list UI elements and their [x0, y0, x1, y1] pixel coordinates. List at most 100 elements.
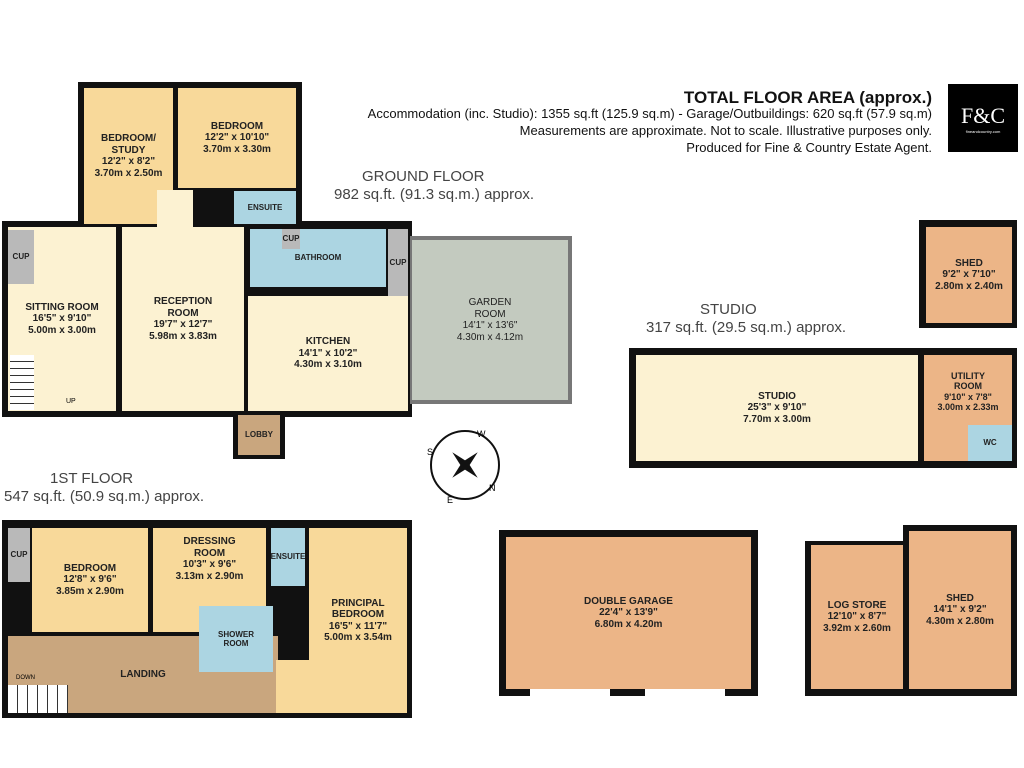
- room-reception: RECEPTION ROOM 19'7" x 12'7" 5.98m x 3.8…: [122, 227, 244, 411]
- stairs-up-label: UP: [66, 398, 76, 405]
- room-bedroom-first: BEDROOM 12'8" x 9'6" 3.85m x 2.90m: [32, 528, 148, 632]
- room-dimensions-metric: 3.70m x 2.50m: [94, 167, 163, 179]
- room-name: KITCHEN: [305, 336, 351, 348]
- cupboard-sitting: CUP: [8, 230, 34, 284]
- room-bathroom: BATHROOM: [250, 229, 386, 287]
- room-dimensions-metric: 4.30m x 4.12m: [456, 331, 524, 343]
- room-dimensions-metric: 3.85m x 2.90m: [56, 585, 124, 597]
- room-shed-large: SHED 14'1" x 9'2" 4.30m x 2.80m: [909, 531, 1011, 689]
- staircase-down: [8, 685, 68, 713]
- room-name: RECEPTION ROOM: [153, 296, 213, 319]
- room-name: CUP: [10, 550, 28, 560]
- garage-door-right: [645, 689, 725, 697]
- room-dimensions-metric: 5.98m x 3.83m: [149, 330, 217, 342]
- room-name: UTILITY ROOM: [951, 371, 985, 392]
- room-ensuite-ground: ENSUITE: [234, 191, 296, 224]
- room-shower-room: SHOWER ROOM: [199, 606, 273, 672]
- first-floor-area: 547 sq.ft. (50.9 sq.m.) approx.: [4, 488, 205, 505]
- stairs-down-label: DOWN: [16, 675, 35, 681]
- fine-and-country-logo: F&C fineandcountry.com: [948, 84, 1018, 152]
- room-dimensions-imperial: 12'8" x 9'6": [63, 574, 117, 586]
- staircase-up: [10, 355, 34, 410]
- room-kitchen: KITCHEN 14'1" x 10'2" 4.30m x 3.10m: [248, 296, 408, 411]
- cupboard-kitchen: CUP: [388, 229, 408, 297]
- area-summary: Accommodation (inc. Studio): 1355 sq.ft …: [367, 106, 932, 121]
- cupboard-first: CUP: [8, 528, 30, 582]
- room-dimensions-imperial: 12'10" x 8'7": [827, 611, 887, 623]
- ground-floor-area: 982 sq.ft. (91.3 sq.m.) approx.: [334, 186, 535, 203]
- room-dimensions-metric: 5.00m x 3.00m: [28, 324, 96, 336]
- room-dimensions-imperial: 14'1" x 13'6": [462, 320, 518, 331]
- room-dimensions-metric: 5.00m x 3.54m: [324, 632, 392, 643]
- room-name: WC: [983, 438, 997, 448]
- room-name: LOBBY: [245, 430, 273, 440]
- compass-letter-s: S: [427, 447, 433, 457]
- room-dimensions-imperial: 16'5" x 9'10": [32, 313, 92, 325]
- disclaimer: Measurements are approximate. Not to sca…: [519, 123, 932, 138]
- room-wc: WC: [968, 425, 1012, 461]
- room-name: SHED: [955, 257, 983, 269]
- room-dimensions-metric: 3.70m x 3.30m: [203, 143, 271, 155]
- total-floor-area-title: TOTAL FLOOR AREA (approx.): [683, 88, 932, 107]
- principal-bedroom-entry: [276, 660, 310, 713]
- logo-subtext: fineandcountry.com: [965, 128, 1001, 134]
- room-dimensions-imperial: 9'2" x 7'10": [942, 269, 996, 281]
- compass-ring: [430, 430, 500, 500]
- room-dimensions-imperial: 16'5" x 11'7": [328, 620, 388, 632]
- room-name: CUP: [12, 252, 30, 262]
- room-dimensions-metric: 3.92m x 2.60m: [823, 622, 891, 634]
- room-dimensions-imperial: 19'7" x 12'7": [153, 319, 213, 330]
- room-dimensions-imperial: 10'3" x 9'6": [182, 559, 237, 570]
- room-double-garage: DOUBLE GARAGE 22'4" x 13'9" 6.80m x 4.20…: [506, 537, 751, 689]
- room-bedroom-ground: BEDROOM 12'2" x 10'10" 3.70m x 3.30m: [178, 88, 296, 188]
- room-name: PRINCIPAL BEDROOM: [331, 597, 385, 621]
- room-dimensions-metric: 4.30m x 2.80m: [926, 615, 994, 627]
- cupboard-bathroom: CUP: [282, 229, 300, 249]
- room-dimensions-imperial: 12'2" x 10'10": [204, 132, 270, 144]
- room-name: DOUBLE GARAGE: [584, 595, 673, 607]
- room-garden-room: GARDEN ROOM 14'1" x 13'6" 4.30m x 4.12m: [412, 240, 568, 400]
- studio-floor-area: 317 sq.ft. (29.5 sq.m.) approx.: [646, 319, 847, 336]
- room-name: LANDING: [120, 668, 166, 680]
- room-name: SITTING ROOM: [25, 301, 99, 313]
- room-name: CUP: [282, 234, 300, 244]
- compass-letter-e: E: [447, 495, 453, 505]
- room-dimensions-metric: 3.13m x 2.90m: [175, 570, 244, 582]
- room-name: BATHROOM: [294, 253, 342, 263]
- room-principal-bedroom: PRINCIPAL BEDROOM 16'5" x 11'7" 5.00m x …: [309, 528, 407, 713]
- logo-text: F&C: [960, 102, 1006, 128]
- first-floor-label: 1ST FLOOR: [50, 470, 134, 487]
- room-name: SHED: [946, 592, 974, 604]
- produced-for: Produced for Fine & Country Estate Agent…: [686, 140, 932, 155]
- room-dimensions-imperial: 25'3" x 9'10": [747, 402, 807, 414]
- room-name: DRESSING ROOM: [183, 536, 236, 559]
- room-dimensions-metric: 2.80m x 2.40m: [935, 280, 1003, 292]
- room-dimensions-imperial: 14'1" x 10'2": [298, 347, 358, 359]
- room-name: BEDROOM: [63, 562, 117, 574]
- room-ensuite-first: ENSUITE: [271, 528, 305, 586]
- room-log-store: LOG STORE 12'10" x 8'7" 3.92m x 2.60m: [811, 545, 903, 689]
- compass-letter-w: W: [477, 429, 486, 439]
- room-lobby: LOBBY: [238, 415, 280, 455]
- ground-floor-label: GROUND FLOOR: [362, 168, 485, 185]
- room-dimensions-metric: 4.30m x 3.10m: [294, 359, 362, 371]
- room-name: GARDEN ROOM: [468, 297, 512, 320]
- room-name: BEDROOM: [210, 120, 264, 132]
- room-name: LOG STORE: [827, 599, 887, 611]
- room-shed-small: SHED 9'2" x 7'10" 2.80m x 2.40m: [926, 227, 1012, 323]
- room-studio: STUDIO 25'3" x 9'10" 7.70m x 3.00m: [636, 355, 918, 461]
- compass: W S N E: [427, 429, 500, 505]
- room-name: BEDROOM/ STUDY: [101, 133, 156, 156]
- room-name: CUP: [389, 258, 407, 268]
- room-name: SHOWER ROOM: [218, 629, 254, 648]
- room-dimensions-metric: 7.70m x 3.00m: [743, 413, 811, 425]
- room-dimensions-metric: 6.80m x 4.20m: [594, 618, 663, 630]
- studio-floor-label: STUDIO: [700, 301, 757, 318]
- room-dimensions-metric: 3.00m x 2.33m: [937, 402, 999, 413]
- room-dimensions-imperial: 14'1" x 9'2": [933, 604, 987, 616]
- room-name: ENSUITE: [270, 552, 306, 562]
- room-dimensions-imperial: 22'4" x 13'9": [599, 607, 658, 619]
- room-dimensions-imperial: 12'2" x 8'2": [101, 156, 156, 167]
- room-name: ENSUITE: [247, 202, 283, 212]
- compass-letter-n: N: [489, 483, 496, 493]
